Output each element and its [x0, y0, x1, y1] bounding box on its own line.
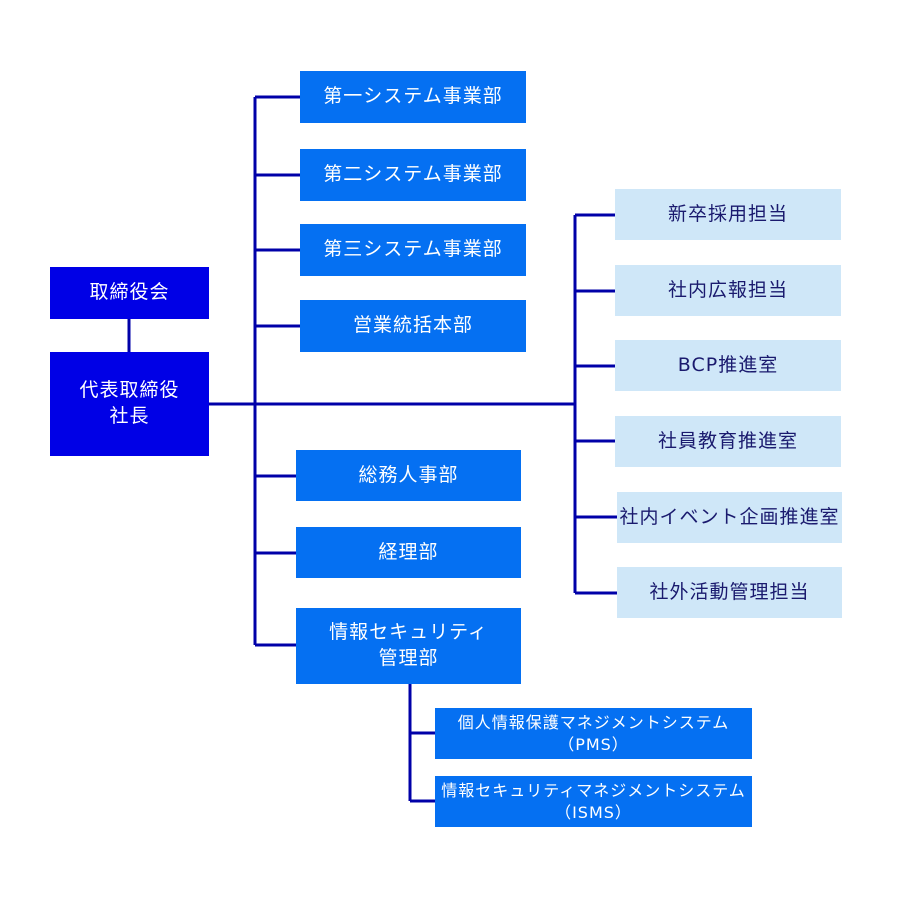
- dept-label-6: 経理部: [378, 540, 439, 563]
- president-role: 社長: [109, 405, 150, 427]
- board-label: 取締役会: [89, 281, 170, 304]
- security-dept-box: 情報セキュリティ 管理部: [296, 608, 521, 684]
- office-label-4: 社員教育推進室: [657, 429, 798, 452]
- president-box: 代表取締役 社長: [50, 352, 209, 456]
- office-box-4: 社員教育推進室: [615, 416, 841, 467]
- dept-box-2: 第二システム事業部: [300, 149, 526, 201]
- office-box-1: 新卒採用担当: [615, 189, 841, 240]
- office-box-5: 社内イベント企画推進室: [617, 492, 842, 543]
- dept-box-4: 営業統括本部: [300, 300, 526, 352]
- isms-box: 情報セキュリティマネジメントシステム （ISMS）: [435, 776, 752, 827]
- dept-box-5: 総務人事部: [296, 450, 521, 501]
- office-label-1: 新卒採用担当: [667, 202, 788, 225]
- pms-box: 個人情報保護マネジメントシステム （PMS）: [435, 708, 752, 759]
- dept-label-5: 総務人事部: [358, 463, 459, 486]
- dept-box-3: 第三システム事業部: [300, 224, 526, 276]
- board-of-directors-box: 取締役会: [50, 267, 209, 319]
- isms-line2: （ISMS）: [555, 802, 632, 822]
- office-box-2: 社内広報担当: [615, 265, 841, 316]
- security-dept-line1: 情報セキュリティ: [329, 621, 488, 644]
- dept-box-1: 第一システム事業部: [300, 71, 526, 123]
- dept-label-2: 第二システム事業部: [323, 163, 503, 186]
- pms-line1: 個人情報保護マネジメントシステム: [457, 712, 730, 732]
- dept-label-1: 第一システム事業部: [323, 85, 503, 108]
- president-title: 代表取締役: [79, 379, 180, 402]
- security-dept-line2: 管理部: [378, 647, 439, 669]
- office-label-3: BCP推進室: [677, 353, 779, 376]
- dept-label-4: 営業統括本部: [352, 314, 473, 337]
- dept-box-6: 経理部: [296, 527, 521, 578]
- isms-line1: 情報セキュリティマネジメントシステム: [441, 780, 746, 800]
- pms-line2: （PMS）: [558, 734, 629, 754]
- office-label-6: 社外活動管理担当: [649, 580, 810, 603]
- office-box-6: 社外活動管理担当: [617, 567, 842, 618]
- office-label-5: 社内イベント企画推進室: [619, 505, 840, 528]
- office-box-3: BCP推進室: [615, 340, 841, 391]
- office-label-2: 社内広報担当: [667, 278, 788, 301]
- dept-label-3: 第三システム事業部: [323, 238, 503, 261]
